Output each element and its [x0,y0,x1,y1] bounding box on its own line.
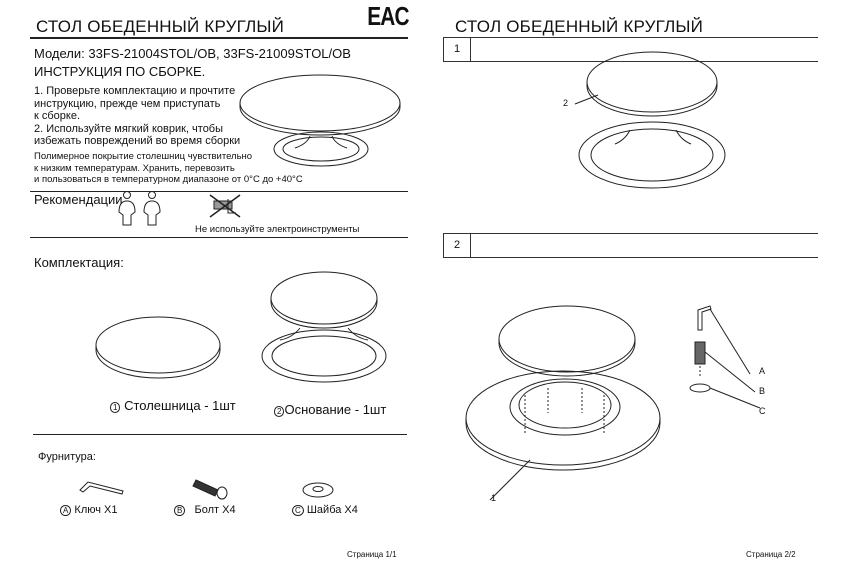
callout-1: 1 [491,493,497,503]
step-2-header: 2 [443,233,818,258]
washer-icon [302,482,334,498]
page-number: Страница 2/2 [746,550,796,559]
part-tabletop: 1 Столешница - 1шт [110,398,236,413]
bolt-icon [192,479,228,500]
step-1-header: 1 [443,37,818,62]
hardware-washer: C Шайба X4 [292,504,358,518]
page-number: Страница 1/1 [347,550,397,559]
divider [30,191,408,192]
eac-logo: EAC [367,1,409,31]
callout-B: B [759,386,766,396]
page1-title: СТОЛ ОБЕДЕННЫЙ КРУГЛЫЙ [36,17,285,36]
hardware-key: A Ключ X1 [60,504,117,518]
divider [30,237,408,238]
instruction-heading: ИНСТРУКЦИЯ ПО СБОРКЕ. [34,64,206,79]
page2-title: СТОЛ ОБЕДЕННЫЙ КРУГЛЫЙ [455,17,704,36]
hex-key-icon [79,481,124,495]
models-text: Модели: 33FS-21004STOL/OB, 33FS-21009STO… [34,46,351,61]
hardware-bolt: B Болт X4 [174,504,236,518]
temperature-notice: Полимерное покрытие столешниц чувствител… [34,151,303,185]
callout-2: 2 [563,98,569,108]
no-power-tools-icon [209,194,241,218]
divider [33,434,407,435]
callout-A: A [759,366,766,376]
base-part-drawing [261,271,387,383]
recommendations-label: Рекомендации [34,192,123,207]
hardware-label: Фурнитура: [38,451,96,463]
divider [30,37,408,39]
two-people-icon [118,191,161,226]
no-power-tools-text: Не используйте электроинструменты [195,224,360,235]
callout-C: C [759,406,766,416]
contents-label: Комплектация: [34,255,124,270]
